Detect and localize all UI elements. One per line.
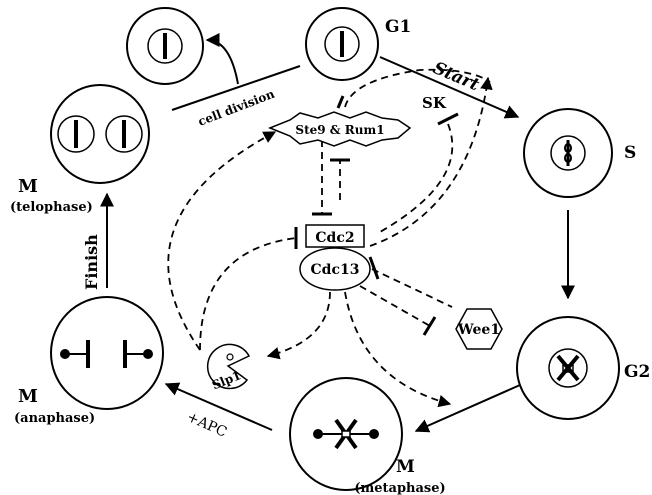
cell-g1 — [305, 7, 379, 81]
label-s: S — [624, 143, 636, 163]
label-apc: +APC — [184, 409, 229, 441]
wee1-node: Wee1 — [455, 308, 503, 350]
cdc2-node: Cdc2 — [305, 224, 365, 248]
label-g1: G1 — [385, 17, 411, 37]
cell-telophase — [50, 84, 150, 184]
cell-anaphase — [50, 296, 164, 410]
label-cell-division: cell division — [196, 87, 277, 129]
label-m-metaphase: M — [396, 457, 415, 477]
label-g2: G2 — [624, 362, 650, 382]
label-metaphase: (metaphase) — [354, 481, 445, 495]
slp1-node: Slp1 — [206, 343, 251, 392]
cell-s-phase — [523, 108, 613, 198]
label-sk: SK — [422, 94, 447, 112]
arrow-cell-division — [205, 33, 239, 85]
cdc13-node: Cdc13 — [299, 247, 371, 291]
label-telophase: (telophase) — [10, 200, 93, 215]
arrow-metaphase-to-anaphase — [164, 382, 273, 431]
cell-daughter — [126, 7, 204, 85]
cell-g2 — [516, 316, 620, 420]
wee1-label: Wee1 — [457, 322, 500, 338]
label-m-anaphase: M — [18, 386, 38, 407]
ste9-rum1-node: Ste9 & Rum1 — [267, 111, 412, 147]
arrow-g2-to-m — [414, 384, 521, 433]
arrow-g1-to-s — [379, 56, 520, 119]
cdc2-label: Cdc2 — [315, 230, 354, 246]
ste9-rum1-label: Ste9 & Rum1 — [295, 123, 384, 137]
label-anaphase: (anaphase) — [14, 411, 95, 426]
label-finish: Finish — [82, 234, 101, 290]
cell-metaphase — [289, 377, 403, 491]
arrow-telophase-to-g1 — [171, 65, 301, 111]
regulatory-network — [167, 68, 493, 408]
label-m-telophase: M — [18, 176, 38, 197]
cdc13-label: Cdc13 — [311, 262, 360, 278]
ste9-sk-line — [344, 68, 491, 108]
